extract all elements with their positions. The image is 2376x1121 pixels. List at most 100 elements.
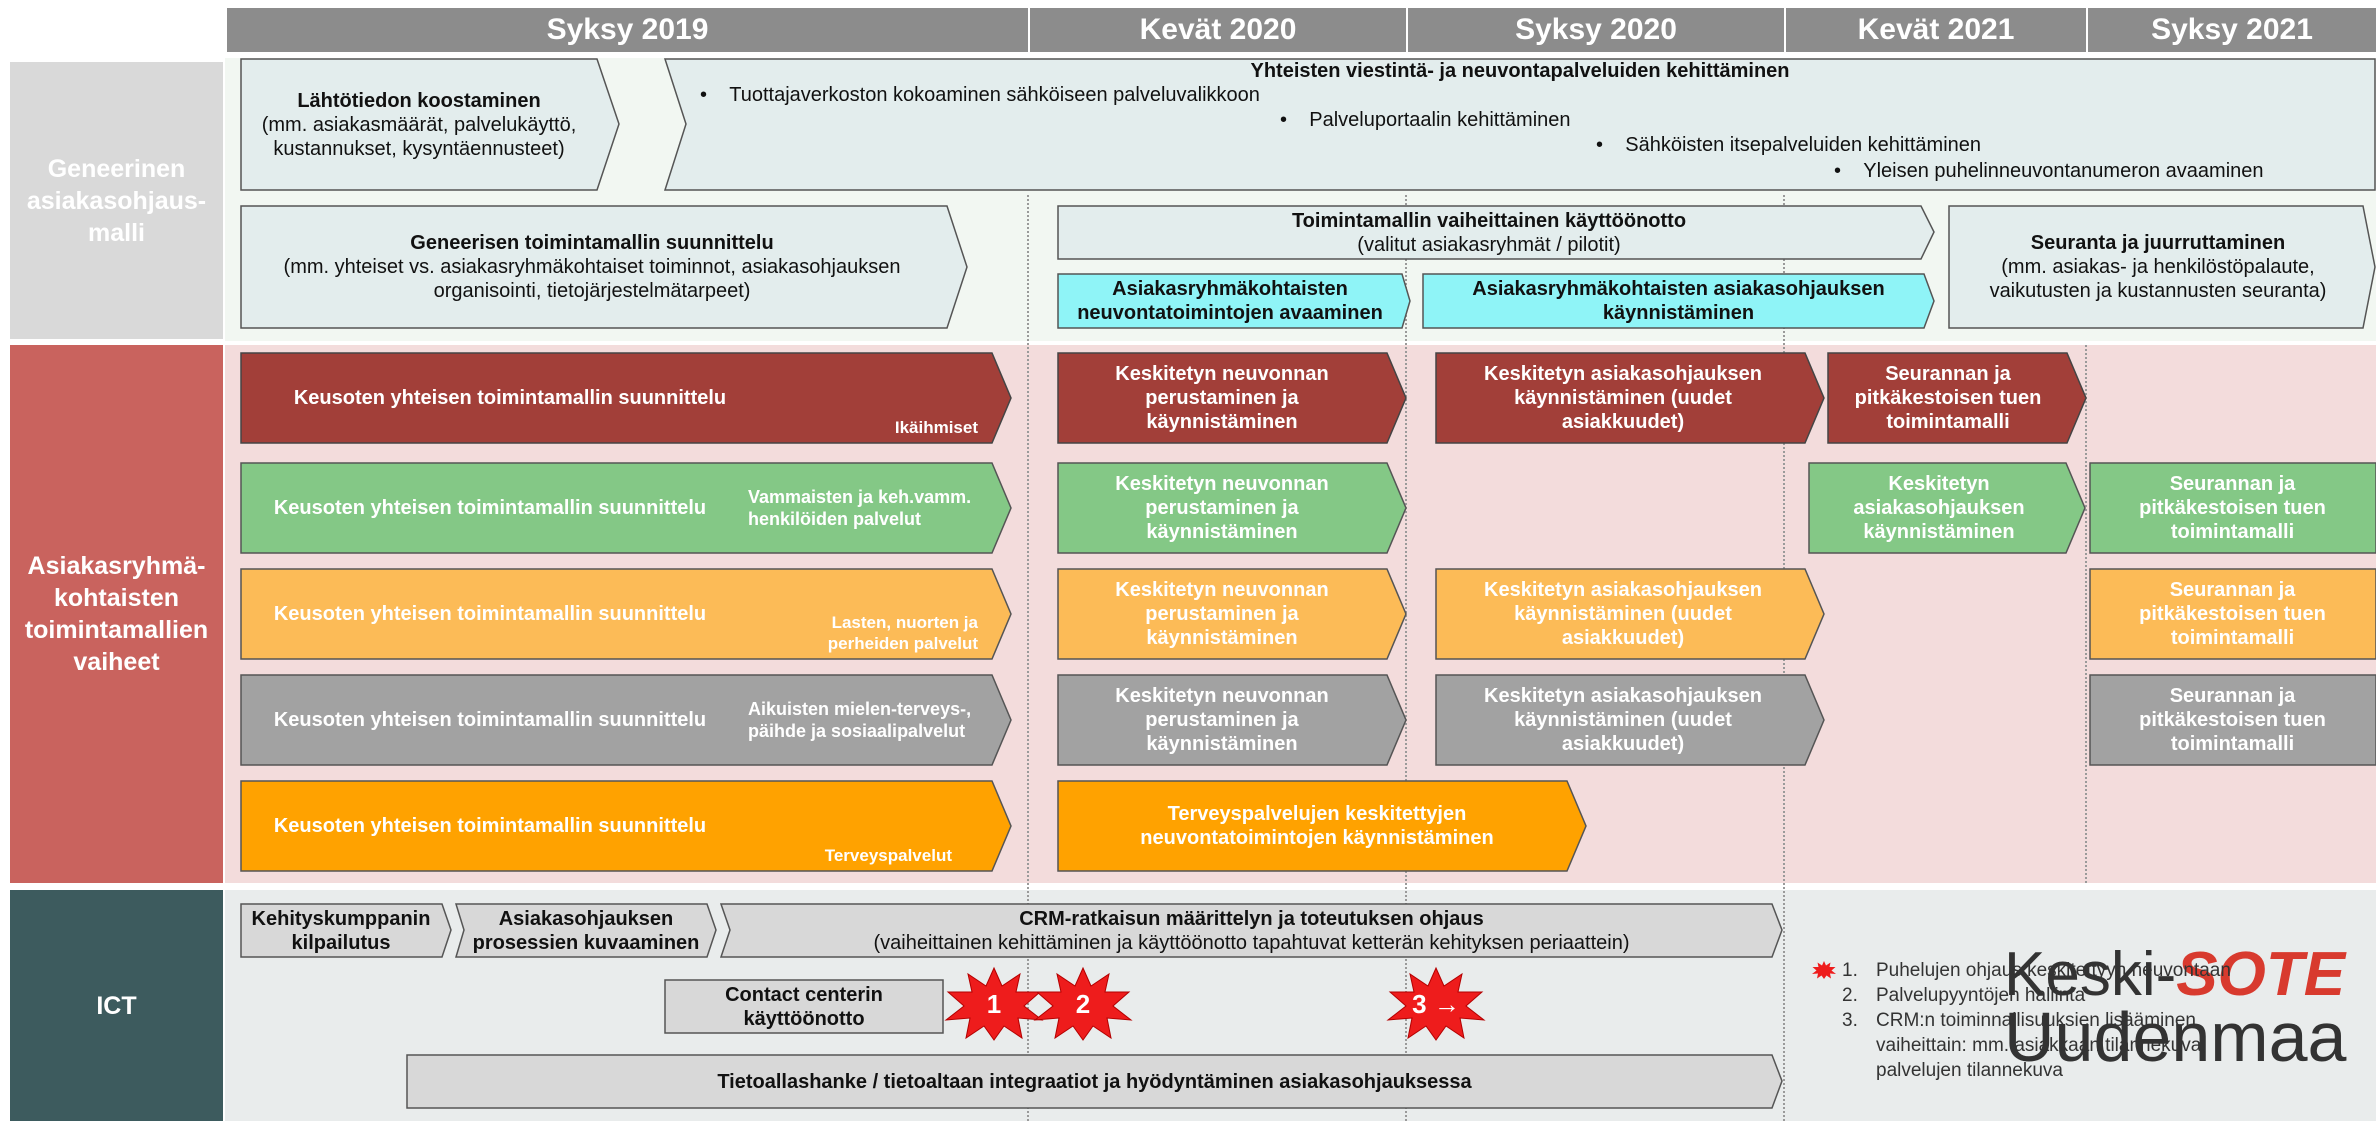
- seurannan-red-label: Seurannan ja pitkäkestoisen tuen toimint…: [1854, 363, 2042, 433]
- vammaiset-label: Vammaisten ja keh.vamm. henkilöiden palv…: [748, 486, 972, 530]
- seuranta-body: (mm. asiakas- ja henkilöstöpalaute, vaik…: [1989, 256, 2327, 302]
- neuvonta-yellow-label: Keskitetyn neuvonnan perustaminen ja käy…: [1115, 579, 1329, 649]
- star-2-label: 2: [1075, 988, 1091, 1019]
- vaiheittainen-body: (valitut asiakasryhmät / pilotit): [1357, 233, 1621, 256]
- row-label-ict: ICT: [10, 890, 223, 1121]
- suunnittelu-title: Geneerisen toimintamallin suunnittelu: [410, 232, 774, 254]
- star-2: 2: [1033, 966, 1133, 1041]
- logo-uudenmaa: Uudenmaa: [2004, 998, 2347, 1076]
- star-legend: 1.Puhelujen ohjaus keskitettyyn neuvonta…: [1812, 958, 2372, 1083]
- divider-syksy-2021: [2085, 345, 2087, 883]
- keusote-yellow-arrow: Keusoten yhteisen toimintamallin suunnit…: [240, 568, 1012, 660]
- keusote-green-label: Keusoten yhteisen toimintamallin suunnit…: [273, 497, 707, 519]
- neuvonta-red-arrow: Keskitetyn neuvonnan perustaminen ja käy…: [1057, 352, 1407, 444]
- contact-box: Contact centerin käyttöönotto: [664, 979, 944, 1034]
- seurannan-green-label: Seurannan ja pitkäkestoisen tuen toimint…: [2139, 473, 2326, 543]
- lahtotieto-body: (mm. asiakasmäärät, palvelukäyttö, kusta…: [261, 113, 577, 160]
- ohjaus-gray-arrow: Keskitetyn asiakasohjauksen käynnistämin…: [1435, 674, 1825, 766]
- ohjaus-yellow-label: Keskitetyn asiakasohjauksen käynnistämin…: [1484, 579, 1762, 649]
- period-syksy-2021: Syksy 2021: [2086, 8, 2376, 52]
- keusote-red-arrow: Keusoten yhteisen toimintamallin suunnit…: [240, 352, 1012, 444]
- timeline-header: [225, 8, 2376, 52]
- ohjauksen-label: Asiakasryhmäkohtaisten asiakasohjauksen …: [1472, 278, 1885, 324]
- contact-label: Contact centerin käyttöönotto: [725, 983, 883, 1030]
- terveys-neuvonta-label: Terveyspalvelujen keskitettyjen neuvonta…: [1140, 803, 1494, 849]
- keusote-yellow-label: Keusoten yhteisen toimintamallin suunnit…: [273, 603, 707, 625]
- lahtotieto-title: Lähtötiedon koostaminen: [297, 89, 541, 112]
- crm-body: (vaiheittainen kehittäminen ja käyttööno…: [873, 931, 1630, 954]
- viestinta-bullet-3: • Sähköisten itsepalveluiden kehittämine…: [1596, 134, 1982, 156]
- divider-syksy-2020: [1405, 195, 1407, 1121]
- divider-kevat-2020: [1027, 195, 1029, 1121]
- viestinta-arrow: Yhteisten viestintä- ja neuvontapalvelui…: [663, 58, 2376, 191]
- aikuiset-label: Aikuisten mielen-terveys-, päihde ja sos…: [748, 698, 972, 742]
- suunnittelu-arrow: Geneerisen toimintamallin suunnittelu (m…: [240, 205, 968, 329]
- seurannan-yellow-label: Seurannan ja pitkäkestoisen tuen toimint…: [2139, 579, 2326, 649]
- ohjaus-gray-label: Keskitetyn asiakasohjauksen käynnistämin…: [1484, 685, 1762, 755]
- legend-star-icon: [1812, 961, 1836, 979]
- lapset-label: Lasten, nuorten ja perheiden palvelut: [827, 613, 978, 653]
- star-3: 3 →: [1386, 966, 1486, 1041]
- legend-item-3: 3.CRM:n toiminnallisuuksien lisääminen v…: [1842, 1010, 2207, 1082]
- neuvonta-yellow-arrow: Keskitetyn neuvonnan perustaminen ja käy…: [1057, 568, 1407, 660]
- star-1-label: 1: [986, 988, 1002, 1019]
- tieto-label: Tietoallashanke / tietoaltaan integraati…: [717, 1070, 1472, 1093]
- keusote-orange-label: Keusoten yhteisen toimintamallin suunnit…: [273, 815, 707, 837]
- kumppani-label: Kehityskumppanin kilpailutus: [251, 907, 431, 954]
- keusote-red-label: Keusoten yhteisen toimintamallin suunnit…: [293, 387, 727, 409]
- suunnittelu-body: (mm. yhteiset vs. asiakasryhmäkohtaiset …: [283, 256, 901, 302]
- star-3-arrow: →: [1426, 988, 1460, 1019]
- viestinta-bullet-2: • Palveluportaalin kehittäminen: [1280, 109, 1571, 131]
- keskitetty-green-arrow: Keskitetyn asiakasohjauksen käynnistämin…: [1808, 462, 2086, 554]
- terveys-neuvonta-arrow: Terveyspalvelujen keskitettyjen neuvonta…: [1057, 780, 1587, 872]
- logo-keski: Keski-: [2004, 940, 2177, 1009]
- viestinta-title: Yhteisten viestintä- ja neuvontapalvelui…: [1250, 60, 1790, 82]
- lahtotieto-arrow: Lähtötiedon koostaminen (mm. asiakasmäär…: [240, 58, 620, 191]
- seurannan-gray-label: Seurannan ja pitkäkestoisen tuen toimint…: [2139, 685, 2326, 755]
- seurannan-green-arrow: Seurannan ja pitkäkestoisen tuen toimint…: [2089, 462, 2376, 554]
- viestinta-bullet-1: • Tuottajaverkoston kokoaminen sähköisee…: [700, 84, 1260, 106]
- ohjaus-red-arrow: Keskitetyn asiakasohjauksen käynnistämin…: [1435, 352, 1825, 444]
- ohjaus-red-label: Keskitetyn asiakasohjauksen käynnistämin…: [1484, 363, 1762, 433]
- ohjauksen-arrow: Asiakasryhmäkohtaisten asiakasohjauksen …: [1422, 273, 1935, 329]
- seurannan-red-arrow: Seurannan ja pitkäkestoisen tuen toimint…: [1827, 352, 2087, 444]
- ikaihmiset-label: Ikäihmiset: [894, 417, 978, 437]
- row-label-generic: Geneerinen asiakasohjaus-malli: [10, 62, 223, 339]
- period-kevat-2021: Kevät 2021: [1784, 8, 2086, 52]
- neuvontatoimintojen-label: Asiakasryhmäkohtaisten neuvontatoimintoj…: [1077, 278, 1383, 324]
- keusote-gray-arrow: Keusoten yhteisen toimintamallin suunnit…: [240, 674, 1012, 766]
- legend-item-1: 1.Puhelujen ohjaus keskitettyyn neuvonta…: [1842, 960, 2231, 981]
- star-1: 1: [944, 966, 1044, 1041]
- crm-title: CRM-ratkaisun määrittelyn ja toteutuksen…: [1019, 907, 1484, 930]
- tieto-arrow: Tietoallashanke / tietoaltaan integraati…: [406, 1054, 1783, 1109]
- period-syksy-2019: Syksy 2019: [225, 8, 1028, 52]
- neuvonta-gray-label: Keskitetyn neuvonnan perustaminen ja käy…: [1115, 685, 1329, 755]
- logo-sote: SOTE: [2176, 940, 2346, 1009]
- vaiheittainen-arrow: Toimintamallin vaiheittainen käyttöönott…: [1057, 205, 1935, 260]
- neuvonta-green-arrow: Keskitetyn neuvonnan perustaminen ja käy…: [1057, 462, 1407, 554]
- viestinta-bullet-4: • Yleisen puhelinneuvontanumeron avaamin…: [1834, 160, 2264, 182]
- terveys-label: Terveyspalvelut: [824, 845, 952, 865]
- keusote-gray-label: Keusoten yhteisen toimintamallin suunnit…: [273, 709, 707, 731]
- crm-arrow: CRM-ratkaisun määrittelyn ja toteutuksen…: [719, 903, 1783, 958]
- prosessit-label: Asiakasohjauksen prosessien kuvaaminen: [472, 907, 700, 954]
- keusote-orange-arrow: Keusoten yhteisen toimintamallin suunnit…: [240, 780, 1012, 872]
- ohjaus-yellow-arrow: Keskitetyn asiakasohjauksen käynnistämin…: [1435, 568, 1825, 660]
- star-3-label: 3: [1412, 988, 1427, 1019]
- neuvonta-green-label: Keskitetyn neuvonnan perustaminen ja käy…: [1115, 473, 1329, 543]
- period-syksy-2020: Syksy 2020: [1406, 8, 1784, 52]
- period-kevat-2020: Kevät 2020: [1028, 8, 1406, 52]
- row-label-groups: Asiakasryhmä-kohtaisten toimintamallien …: [10, 345, 223, 883]
- neuvontatoimintojen-arrow: Asiakasryhmäkohtaisten neuvontatoimintoj…: [1057, 273, 1411, 329]
- kumppani-arrow: Kehityskumppanin kilpailutus: [240, 903, 452, 958]
- keski-uudenmaa-logo: Keski-SOTE Uudenmaa: [2004, 944, 2376, 1074]
- neuvonta-gray-arrow: Keskitetyn neuvonnan perustaminen ja käy…: [1057, 674, 1407, 766]
- seuranta-title: Seuranta ja juurruttaminen: [2030, 232, 2286, 254]
- seuranta-arrow: Seuranta ja juurruttaminen (mm. asiakas-…: [1948, 205, 2376, 329]
- seurannan-gray-arrow: Seurannan ja pitkäkestoisen tuen toimint…: [2089, 674, 2376, 766]
- legend-item-2: 2.Palvelupyyntöjen hallinta: [1842, 985, 2086, 1007]
- keusote-green-arrow: Keusoten yhteisen toimintamallin suunnit…: [240, 462, 1012, 554]
- seurannan-yellow-arrow: Seurannan ja pitkäkestoisen tuen toimint…: [2089, 568, 2376, 660]
- vaiheittainen-title: Toimintamallin vaiheittainen käyttöönott…: [1291, 209, 1687, 232]
